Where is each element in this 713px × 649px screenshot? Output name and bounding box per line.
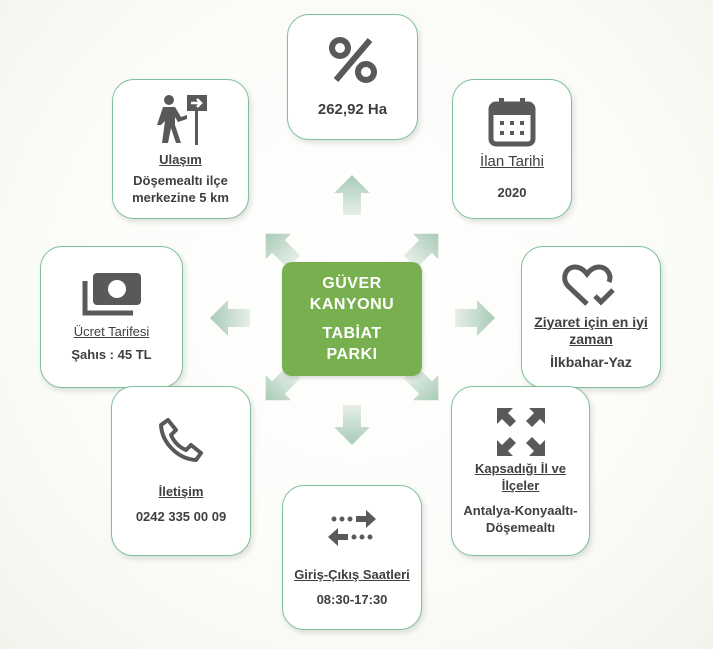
fee-title: Ücret Tarifesi: [73, 324, 150, 339]
coverage-value: Antalya-Konyaaltı-Döşemealtı: [463, 503, 578, 535]
area-value: 262,92 Ha: [317, 100, 388, 118]
contact-title: İletişim: [158, 484, 204, 499]
heart-check-icon: [562, 263, 615, 306]
expand-arrows-icon: [496, 408, 545, 456]
transport-title: Ulaşım: [159, 151, 202, 167]
card-hours: Giriş-Çıkış Saatleri 08:30-17:30: [282, 485, 422, 630]
contact-value: 0242 335 00 09: [135, 509, 227, 524]
card-visit: Ziyaret için en iyi zaman İlkbahar-Yaz: [521, 246, 661, 388]
card-date: İlan Tarihi 2020: [452, 79, 572, 219]
title-line: PARKI: [326, 346, 378, 363]
hours-value: 08:30-17:30: [316, 591, 388, 607]
coverage-title: Kapsadığı İl ve İlçeler: [474, 461, 567, 493]
title-line: GÜVER: [322, 275, 382, 292]
exchange-arrows-icon: [328, 509, 376, 546]
hiker-sign-icon: [156, 94, 207, 145]
card-transport: Ulaşım Döşemealtı ilçe merkezine 5 km: [112, 79, 249, 219]
percent-icon: [328, 36, 377, 83]
calendar-icon: [488, 98, 536, 147]
visit-title: Ziyaret için en iyi zaman: [534, 313, 648, 347]
arrow-left: [210, 300, 250, 336]
arrow-up: [334, 175, 370, 215]
date-value: 2020: [497, 185, 527, 200]
card-contact: İletişim 0242 335 00 09: [111, 386, 251, 556]
transport-value: Döşemealtı ilçe merkezine 5 km: [132, 172, 229, 205]
title-line: TABİAT: [322, 325, 382, 342]
park-title-box: GÜVER KANYONU TABİAT PARKI: [282, 262, 422, 376]
card-area: 262,92 Ha: [287, 14, 418, 140]
phone-icon: [159, 418, 203, 462]
arrow-down: [334, 405, 370, 445]
hours-title: Giriş-Çıkış Saatleri: [294, 566, 410, 582]
fee-value: Şahıs : 45 TL: [71, 347, 152, 362]
visit-value: İlkbahar-Yaz: [550, 353, 632, 370]
money-icon: [82, 273, 141, 316]
card-fee: Ücret Tarifesi Şahıs : 45 TL: [40, 246, 183, 388]
card-coverage: Kapsadığı İl ve İlçeler Antalya-Konyaalt…: [451, 386, 590, 556]
title-line: KANYONU: [309, 296, 395, 313]
date-title: İlan Tarihi: [480, 153, 544, 170]
arrow-right: [455, 300, 495, 336]
